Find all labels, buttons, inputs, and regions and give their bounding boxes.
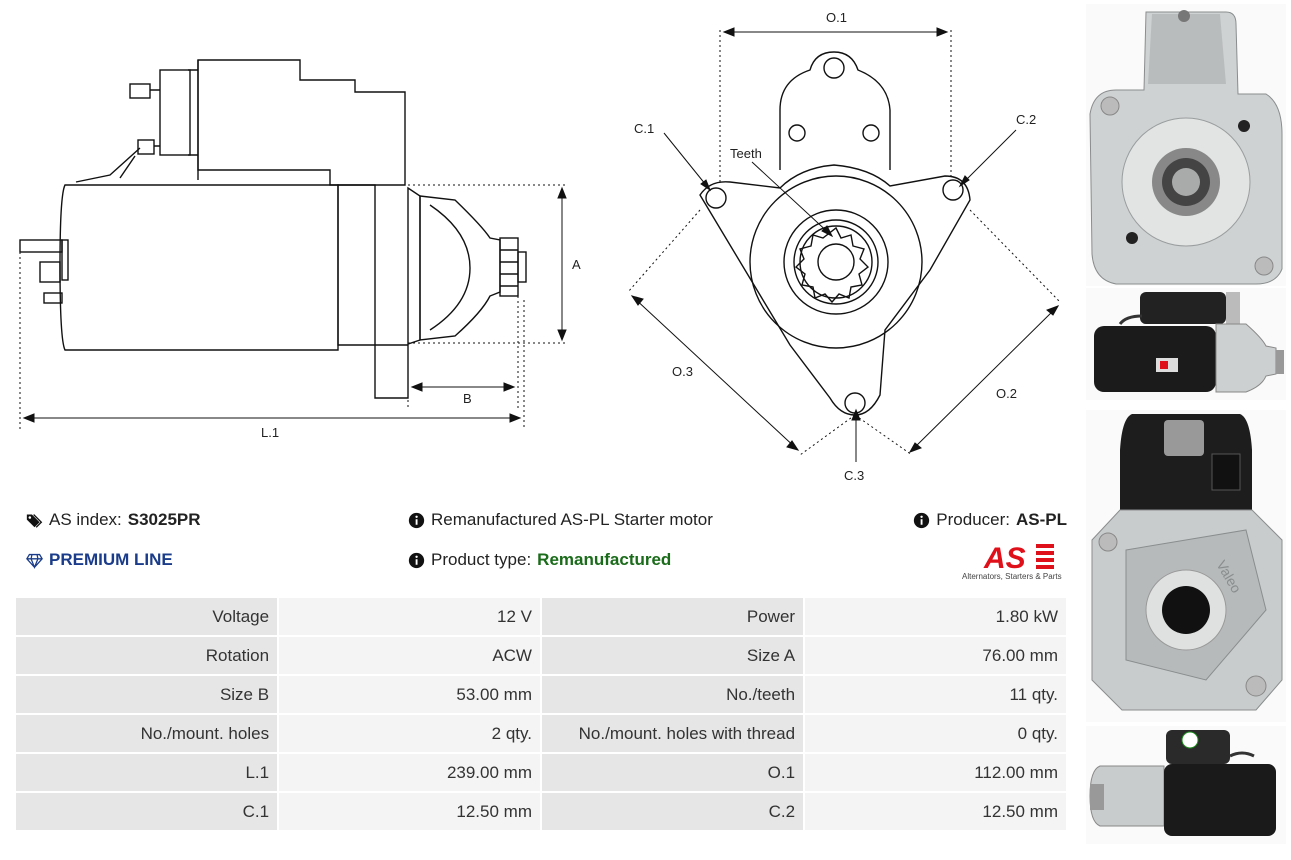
- spec-label: Size A: [541, 637, 804, 674]
- premium-line-label: PREMIUM LINE: [49, 550, 173, 569]
- spec-label: No./mount. holes: [16, 715, 278, 752]
- product-photo-front[interactable]: [1086, 4, 1286, 286]
- side-view-dimensions: [19, 184, 568, 430]
- spec-label: Power: [541, 598, 804, 635]
- tags-icon: [26, 513, 43, 528]
- spec-value: 12.50 mm: [805, 793, 1066, 830]
- product-description: Remanufactured AS-PL Starter motor: [431, 510, 713, 529]
- spec-label: No./mount. holes with thread: [541, 715, 804, 752]
- product-photo-side[interactable]: [1086, 288, 1286, 400]
- logo-tagline: Alternators, Starters & Parts: [962, 572, 1062, 581]
- spec-label: No./teeth: [541, 676, 804, 713]
- dimension-label-c1: C.1: [634, 121, 654, 136]
- as-index-label: AS index:: [49, 510, 122, 529]
- spec-value: 239.00 mm: [279, 754, 540, 791]
- as-pl-logo: AS Alternators, Starters & Parts: [962, 540, 1070, 584]
- dimension-label-c3: C.3: [844, 468, 864, 483]
- diamond-icon: [26, 553, 43, 569]
- dimension-label-o1: O.1: [826, 10, 847, 25]
- product-type-row: Product type: Remanufactured: [408, 550, 671, 570]
- info-icon: [408, 552, 425, 568]
- spec-value: 2 qty.: [279, 715, 540, 752]
- producer-value: AS-PL: [1016, 510, 1067, 529]
- as-index-row: AS index: S3025PR: [26, 510, 201, 530]
- side-view-drawing: [19, 59, 527, 399]
- spec-label: C.1: [16, 793, 278, 830]
- spec-value: 12 V: [279, 598, 540, 635]
- product-photo-rear[interactable]: Valeo: [1086, 410, 1286, 722]
- dimension-label-c2: C.2: [1016, 112, 1036, 127]
- spec-value: 1.80 kW: [805, 598, 1066, 635]
- product-type-label: Product type:: [431, 550, 532, 569]
- producer-row: Producer: AS-PL: [913, 510, 1067, 530]
- spec-label: C.2: [541, 793, 804, 830]
- spec-label: L.1: [16, 754, 278, 791]
- spec-value: ACW: [279, 637, 540, 674]
- spec-label: Rotation: [16, 637, 278, 674]
- premium-line-badge: PREMIUM LINE: [26, 550, 173, 570]
- front-view-arrows: [630, 27, 1060, 462]
- as-pl-logo-mark: AS: [983, 542, 1054, 575]
- technical-drawings: A B L.1 O.1 C.1: [19, 10, 1061, 483]
- spec-value: 0 qty.: [805, 715, 1066, 752]
- side-view-arrows: [22, 186, 567, 423]
- product-type-value: Remanufactured: [537, 550, 672, 569]
- product-photo-side-alt[interactable]: [1086, 726, 1286, 844]
- dimension-label-teeth: Teeth: [730, 146, 762, 161]
- spec-value: 76.00 mm: [805, 637, 1066, 674]
- spec-value: 12.50 mm: [279, 793, 540, 830]
- producer-label: Producer:: [936, 510, 1010, 529]
- spec-value: 11 qty.: [805, 676, 1066, 713]
- dimension-label-l1: L.1: [261, 425, 279, 440]
- spec-value: 112.00 mm: [805, 754, 1066, 791]
- front-view-drawing: [699, 51, 971, 416]
- dimension-label-o2: O.2: [996, 386, 1017, 401]
- logo-mark-text: AS: [983, 542, 1026, 572]
- info-icon: [408, 512, 425, 528]
- front-view-dimensions: [627, 30, 1061, 456]
- spec-label: Voltage: [16, 598, 278, 635]
- dimension-label-a: A: [572, 257, 581, 272]
- spec-label: O.1: [541, 754, 804, 791]
- dimension-label-o3: O.3: [672, 364, 693, 379]
- dimension-label-b: B: [463, 391, 472, 406]
- product-description-row: Remanufactured AS-PL Starter motor: [408, 510, 713, 530]
- info-icon: [914, 512, 930, 528]
- as-index-value: S3025PR: [127, 510, 201, 529]
- spec-value: 53.00 mm: [279, 676, 540, 713]
- spec-label: Size B: [16, 676, 278, 713]
